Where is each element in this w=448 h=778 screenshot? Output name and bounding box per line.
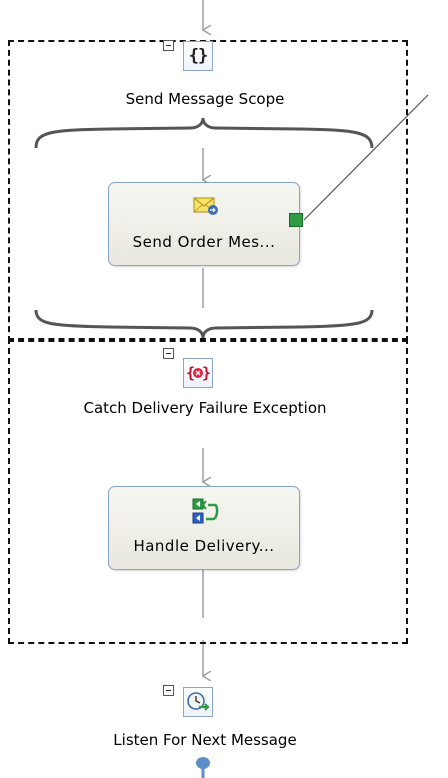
send-envelope-icon bbox=[193, 195, 219, 217]
catch-exception-icon[interactable]: { } bbox=[183, 358, 213, 388]
send-message-scope-label: Send Message Scope bbox=[125, 90, 285, 108]
collapse-toggle-listen[interactable] bbox=[163, 685, 174, 696]
scope-body-top-brace bbox=[34, 117, 374, 149]
braces-icon[interactable]: {} bbox=[183, 41, 213, 71]
listen-clock-icon[interactable] bbox=[183, 687, 213, 717]
send-order-label: Send Order Mes... bbox=[132, 233, 276, 251]
catch-block-label: Catch Delivery Failure Exception bbox=[83, 399, 327, 417]
svg-text:}: } bbox=[202, 364, 210, 382]
construct-message-icon bbox=[191, 497, 221, 527]
catch-block-box[interactable] bbox=[8, 338, 408, 644]
send-order-shape[interactable]: Send Order Mes... bbox=[108, 182, 300, 266]
handle-delivery-label: Handle Delivery... bbox=[133, 537, 275, 555]
listen-label: Listen For Next Message bbox=[113, 731, 297, 749]
handle-delivery-shape[interactable]: Handle Delivery... bbox=[108, 486, 300, 570]
message-port-handle[interactable] bbox=[289, 213, 303, 227]
collapse-toggle-send-scope[interactable] bbox=[163, 40, 174, 51]
collapse-toggle-catch[interactable] bbox=[163, 348, 174, 359]
svg-text:{: { bbox=[186, 364, 195, 382]
end-marker bbox=[196, 757, 210, 769]
